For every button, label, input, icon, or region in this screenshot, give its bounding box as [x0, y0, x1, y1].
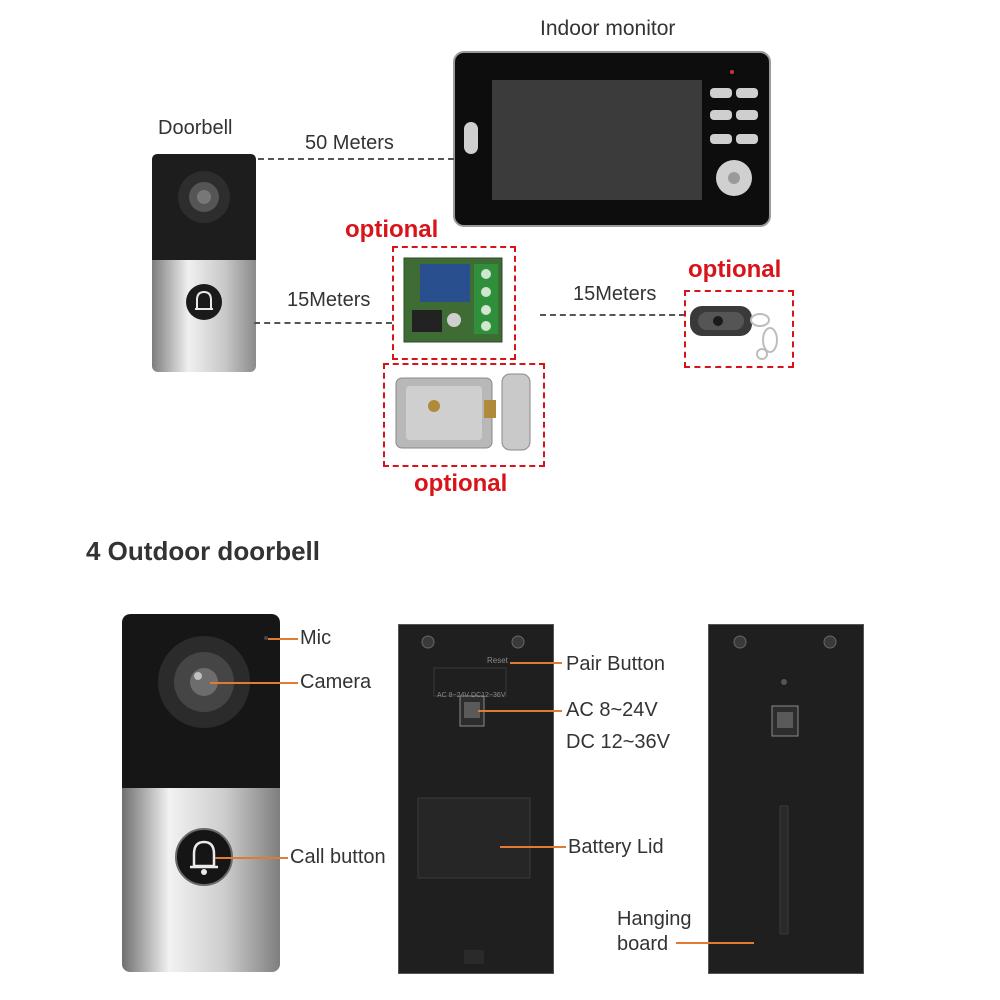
indoor-monitor-image [453, 51, 771, 227]
doorbell-top-image [152, 154, 256, 372]
power-callout-line [478, 710, 562, 712]
electric-lock-image [395, 373, 531, 451]
doorbell-front-image [122, 614, 280, 972]
power-print: AC 8~24V DC12~36V [437, 692, 506, 699]
section-title: 4 Outdoor doorbell [86, 536, 320, 566]
doorbell-label: Doorbell [158, 117, 233, 139]
mic-callout-line [268, 638, 298, 640]
remote-control-image [690, 306, 778, 360]
optional-remote-label: optional [688, 256, 782, 283]
indoor-monitor-label: Indoor monitor [540, 17, 676, 40]
battery-lid-callout-line [500, 846, 566, 848]
distance-remote: 15Meters [573, 283, 657, 305]
optional-relay-label: optional [345, 216, 439, 243]
hanging-board-details [733, 635, 837, 935]
optional-lock-label: optional [414, 470, 508, 497]
distance-relay: 15Meters [287, 289, 371, 311]
mic-label: Mic [300, 627, 332, 649]
camera-label: Camera [300, 671, 372, 693]
reset-print: Reset [487, 656, 508, 665]
hanging-board-label-2: board [617, 933, 669, 955]
link-doorbell-relay [254, 322, 392, 324]
battery-lid-label: Battery Lid [568, 836, 664, 858]
hanging-board-callout-line [676, 942, 754, 944]
camera-callout-line [210, 682, 298, 684]
power-ac-label: AC 8~24V [566, 699, 658, 721]
distance-monitor: 50 Meters [305, 132, 394, 154]
pair-button-label: Pair Button [566, 653, 665, 675]
call-button-label: Call button [290, 846, 386, 868]
hanging-board-label-1: Hanging [617, 908, 692, 930]
link-doorbell-monitor [258, 158, 454, 160]
remote-optional-box [684, 290, 794, 368]
back-panel-details [417, 635, 531, 964]
link-relay-remote [540, 314, 685, 316]
power-dc-label: DC 12~36V [566, 731, 670, 753]
call-button-callout-line [215, 857, 288, 859]
lock-optional-box [383, 363, 545, 467]
pair-callout-line [510, 662, 562, 664]
relay-module-image [403, 257, 503, 343]
relay-optional-box [392, 246, 516, 360]
